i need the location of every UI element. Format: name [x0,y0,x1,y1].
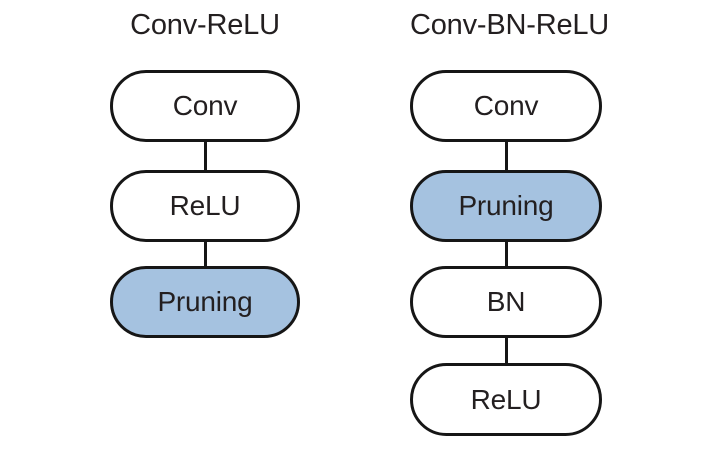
node-conv-bn-relu-bn: BN [410,266,602,338]
column-title-conv-bn-relu: Conv-BN-ReLU [410,9,610,41]
node-conv-bn-relu-relu: ReLU [410,363,602,436]
connector-conv-bn-relu-2 [504,338,508,363]
node-conv-bn-relu-conv: Conv [410,70,602,142]
connector-conv-relu-0 [203,142,207,170]
node-label: Pruning [458,190,554,221]
node-conv-relu-pruning: Pruning [110,266,300,338]
connector-conv-bn-relu-1 [504,238,508,266]
node-label: ReLU [470,383,542,415]
node-conv-relu-conv: Conv [110,70,300,142]
connector-conv-bn-relu-0 [504,142,508,170]
node-label: ReLU [169,190,241,221]
node-label: Conv [172,90,238,121]
node-conv-bn-relu-pruning: Pruning [410,170,602,242]
node-label: Pruning [157,286,253,317]
connector-conv-relu-1 [203,238,207,266]
node-label: Conv [473,90,539,121]
column-title-conv-relu: Conv-ReLU [130,9,280,41]
node-label: BN [486,286,526,317]
node-conv-relu-relu: ReLU [110,170,300,242]
